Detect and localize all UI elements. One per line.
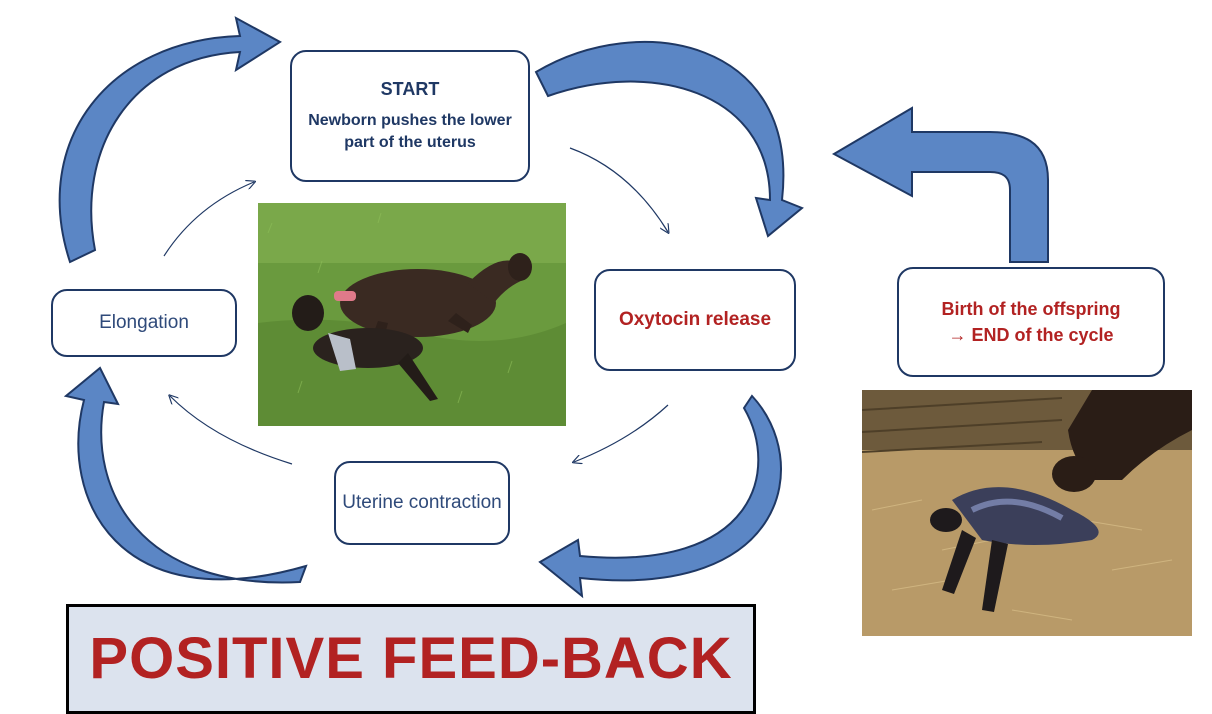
oxytocin-label: Oxytocin release (618, 309, 772, 330)
big-arrow-bottom-right (538, 394, 782, 599)
arrows-layer (58, 16, 1049, 599)
thin-arrow-uterine-to-elongation (170, 396, 293, 465)
uterine-contraction-node: Uterine contraction (334, 461, 510, 545)
start-heading: START (380, 78, 440, 99)
big-arrow-top-left (58, 16, 282, 264)
start-node: START Newborn pushes the lower part of t… (290, 50, 530, 182)
birth-node: Birth of the offspring → END of the cycl… (897, 267, 1165, 377)
birth-label-line2: → END of the cycle (948, 325, 1114, 345)
page-title: POSITIVE FEED-BACK (89, 626, 733, 691)
elongation-node: Elongation (51, 289, 237, 357)
big-arrow-bottom-left (63, 366, 308, 584)
oxytocin-node: Oxytocin release (594, 269, 796, 371)
big-arrow-birth (831, 106, 1049, 263)
thin-arrow-elongation-to-start (163, 182, 254, 257)
stall-photo (862, 390, 1192, 636)
title-banner: POSITIVE FEED-BACK (66, 604, 756, 714)
uterine-contraction-label: Uterine contraction (342, 492, 502, 513)
field-photo (258, 203, 566, 426)
thin-arrow-oxytocin-to-uterine (574, 404, 669, 462)
thin-arrow-start-to-oxytocin (569, 147, 668, 232)
big-arrow-top-right (534, 40, 804, 238)
start-description: Newborn pushes the lower part of the ute… (308, 111, 512, 151)
elongation-label: Elongation (99, 312, 189, 333)
birth-label-line1: Birth of the offspring (941, 299, 1121, 319)
